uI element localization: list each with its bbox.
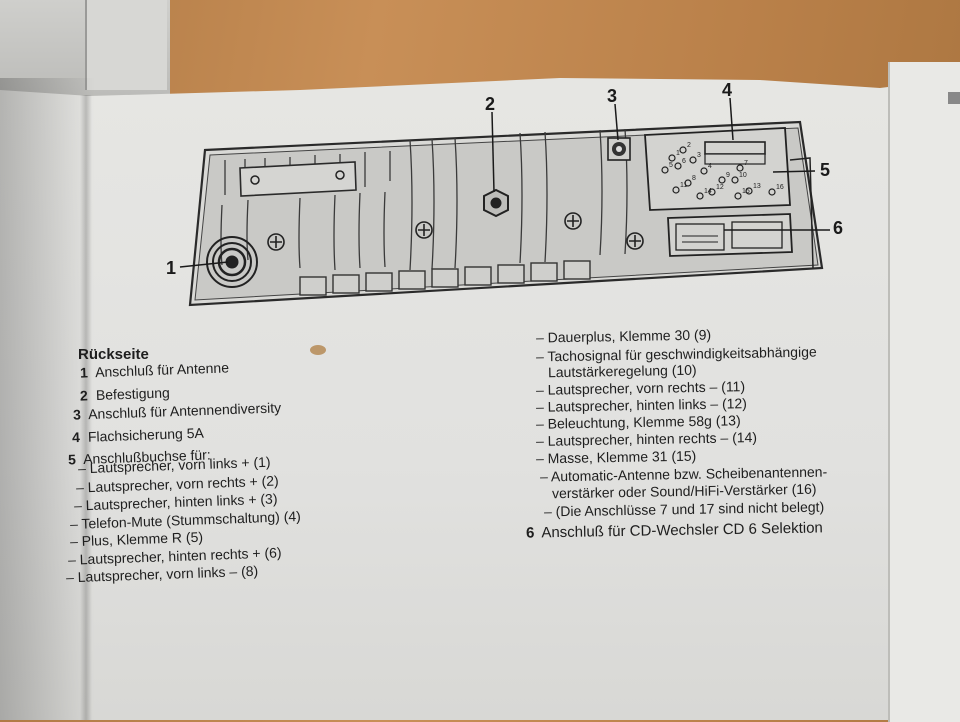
legend-num: 1 [79,364,89,381]
connector-pin [689,156,697,164]
page-gutter [80,95,92,720]
connector-pin-label: 10 [739,172,747,179]
connector-pin-label: 16 [776,184,784,191]
connector-pin-label: 8 [692,175,696,182]
connector-pin [668,154,676,162]
screw-symbols [267,212,644,251]
callout-1: 1 [166,258,177,278]
connector-pin-label: 1 [676,150,680,157]
connector-pin-label: 9 [726,172,730,179]
pin-desc: Lautstärkeregelung (10) [547,361,697,381]
connector-pin-label: 6 [682,158,686,165]
callout-2: 2 [485,94,496,114]
cd-changer-connector [667,213,793,257]
legend-item-2: 2 Befestigung [80,384,170,404]
callout-3: 3 [607,86,618,106]
connector-pin-label: 2 [687,142,691,149]
bottom-slots [299,260,591,296]
connector-pin-label: 5 [669,162,673,169]
connector-pin [736,164,744,172]
connector-pin-label: 7 [744,160,748,167]
connector-pin-label: 3 [697,152,701,159]
connector-pin [731,176,739,184]
connector-pin [708,188,716,196]
legend-text: Befestigung [95,384,171,404]
connector-pin [674,162,682,170]
connector-pin [672,186,680,194]
connector-pin-label: 12 [716,184,724,191]
connector-pin-label: 14 [704,188,712,195]
background-sheet-2 [85,0,167,90]
legend-num: 2 [79,387,89,404]
legend-text: Flachsicherung 5A [87,424,205,445]
legend-num: 3 [72,406,82,423]
connector-pin [768,188,776,196]
next-page-edge [888,62,960,722]
connector-pin [684,179,692,187]
connector-pin [700,167,708,175]
connector-pin-label: 15 [742,188,750,195]
mounting-nut [483,188,509,218]
connector-pin-label: 4 [708,163,712,170]
section-title: Rückseite [78,346,149,363]
legend-num: 6 [525,524,535,542]
page-shadow [0,78,95,720]
legend-text: Anschluß für Antenne [94,359,230,381]
connector-pin [679,146,687,154]
connector-pin-label: 13 [753,183,761,190]
connector-pin [734,192,742,200]
pin-desc: – Masse, Klemme 31 (15) [535,447,697,467]
callout-6: 6 [833,218,844,238]
paper-stain [310,345,326,355]
connector-pin [718,176,726,184]
callout-5: 5 [820,160,831,180]
callout-4: 4 [722,80,733,100]
connector-pin [661,166,669,174]
diversity-connector [607,137,631,161]
leader-lines [179,97,830,268]
legend-num: 4 [71,429,81,446]
connector-pin [745,187,753,195]
pin-desc: – Dauerplus, Klemme 30 (9) [535,326,712,346]
antenna-connector [206,236,258,288]
connector-pin [696,192,704,200]
connector-pin-label: 11 [680,182,687,189]
